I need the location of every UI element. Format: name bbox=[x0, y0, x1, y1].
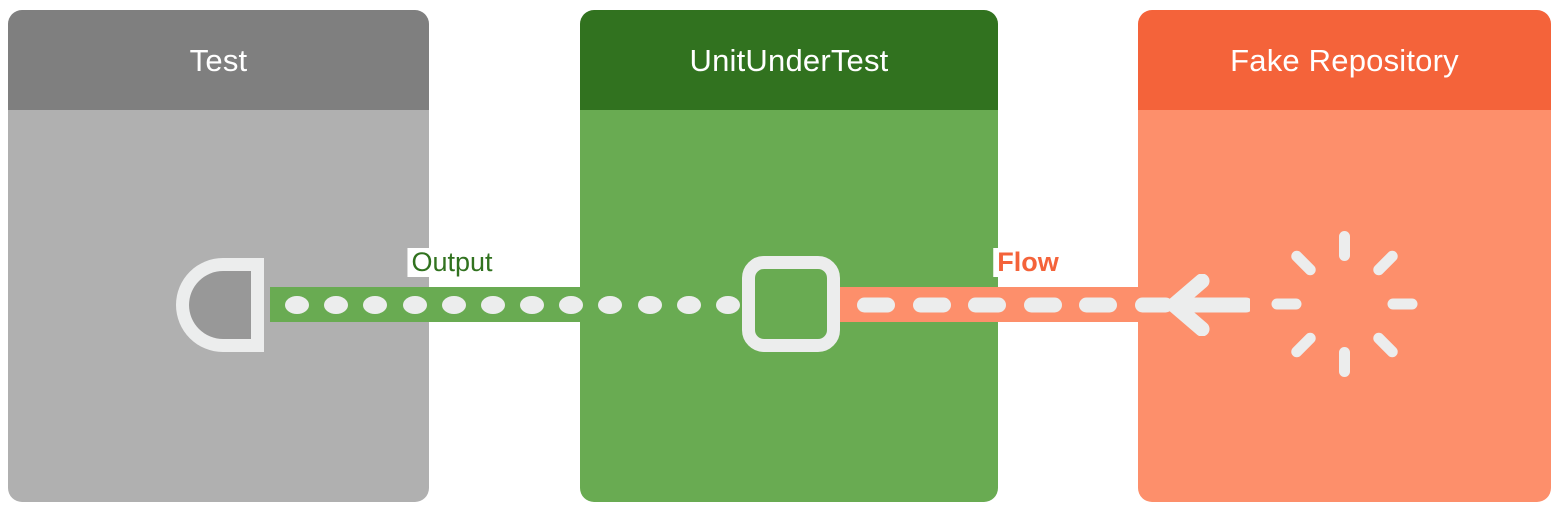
connection-band-flow[interactable] bbox=[840, 287, 1190, 322]
arrow-left-glyph bbox=[1166, 273, 1254, 337]
dashed-circle-segment bbox=[1370, 330, 1400, 360]
band-dash bbox=[637, 295, 662, 314]
participant-unit-under-test-header: UnitUnderTest bbox=[580, 10, 998, 110]
band-dash bbox=[363, 295, 388, 314]
connection-band-output[interactable] bbox=[270, 287, 755, 322]
band-dash bbox=[324, 295, 349, 314]
band-dash bbox=[1079, 297, 1118, 312]
band-dash bbox=[598, 295, 623, 314]
participant-test-header: Test bbox=[8, 10, 429, 110]
band-dash bbox=[715, 295, 740, 314]
band-dash bbox=[912, 297, 951, 312]
band-dash bbox=[402, 295, 427, 314]
dashed-circle-segment bbox=[1288, 330, 1318, 360]
band-dash bbox=[1134, 297, 1173, 312]
band-dash bbox=[857, 297, 896, 312]
dashed-circle-segment bbox=[1387, 298, 1417, 310]
dashed-circle-segment bbox=[1288, 248, 1318, 278]
band-dash bbox=[1023, 297, 1062, 312]
socket-icon bbox=[176, 258, 264, 352]
participant-fake-repository-title: Fake Repository bbox=[1230, 42, 1459, 78]
participant-test-title: Test bbox=[189, 42, 248, 78]
band-dash bbox=[441, 295, 466, 314]
band-dash bbox=[285, 295, 310, 314]
dashed-circle-segment bbox=[1271, 298, 1301, 310]
dashed-circle-segment bbox=[1338, 231, 1350, 261]
band-dash bbox=[520, 295, 545, 314]
participant-fake-repository[interactable]: Fake Repository bbox=[1138, 10, 1551, 502]
connection-label-flow: Flow bbox=[993, 248, 1063, 277]
band-dash bbox=[676, 295, 701, 314]
arrow-left-icon bbox=[1162, 273, 1254, 337]
band-dash bbox=[968, 297, 1007, 312]
rounded-square-port-icon bbox=[742, 256, 840, 352]
dashed-circle-icon bbox=[1271, 231, 1417, 377]
participant-test[interactable]: Test bbox=[8, 10, 429, 502]
dashed-circle-segment bbox=[1338, 347, 1350, 377]
dashed-circle-segment bbox=[1370, 248, 1400, 278]
band-dash bbox=[480, 295, 505, 314]
participant-unit-under-test-title: UnitUnderTest bbox=[689, 42, 889, 78]
socket-right-edge bbox=[251, 258, 264, 352]
band-dash bbox=[559, 295, 584, 314]
connection-label-output: Output bbox=[407, 248, 497, 277]
participant-fake-repository-header: Fake Repository bbox=[1138, 10, 1551, 110]
